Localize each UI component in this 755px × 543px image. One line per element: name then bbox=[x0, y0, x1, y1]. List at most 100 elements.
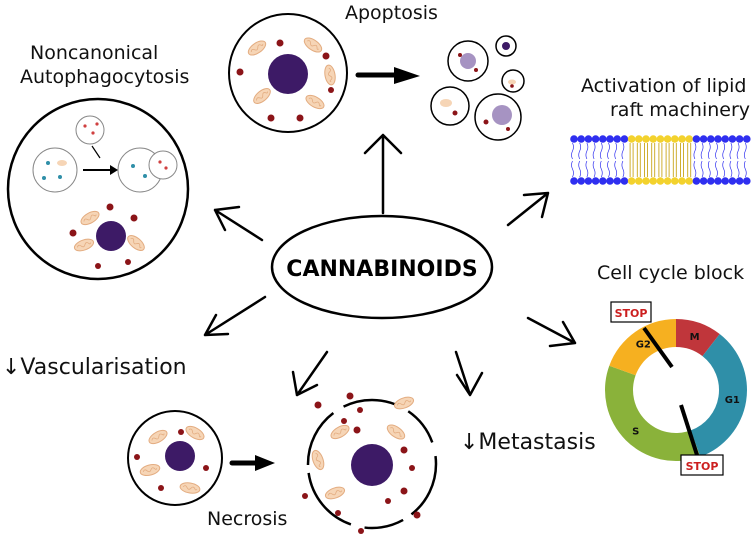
phase-segment-g2 bbox=[609, 319, 676, 376]
necrosis-cell bbox=[127, 410, 223, 506]
lipid-tail bbox=[722, 142, 726, 160]
stop-label-top: STOP bbox=[615, 307, 648, 320]
raft-lipid-head bbox=[627, 135, 636, 143]
nucleus bbox=[96, 221, 126, 251]
phase-label-s: S bbox=[632, 426, 639, 437]
lipid-tail bbox=[607, 160, 610, 178]
lipid-tail bbox=[585, 142, 589, 160]
lipid-head bbox=[606, 135, 614, 143]
lipid-head bbox=[577, 177, 585, 185]
apoptosis-arrow-head bbox=[394, 67, 420, 84]
arrow-down-right bbox=[454, 350, 484, 397]
nucleus bbox=[268, 54, 308, 94]
arrow-upper-right bbox=[506, 191, 550, 227]
raft-lipid-head bbox=[635, 177, 643, 185]
lipid-head bbox=[591, 177, 600, 185]
lipid-head bbox=[692, 177, 701, 185]
lipid-head bbox=[599, 177, 607, 185]
necrosis-label: Necrosis bbox=[207, 508, 288, 530]
stop-marker-top: STOP bbox=[610, 301, 674, 369]
lipid-head bbox=[735, 135, 744, 143]
lipid-tail bbox=[722, 160, 726, 178]
lipid-head bbox=[728, 177, 737, 185]
lipid-tail bbox=[578, 160, 582, 178]
lipid-head bbox=[721, 177, 729, 185]
lipid-tail bbox=[607, 142, 610, 160]
lipid-tail bbox=[700, 142, 704, 160]
autophagy-label-line2: Autophagocytosis bbox=[20, 66, 190, 88]
arrow-up bbox=[363, 133, 403, 215]
lipid-head bbox=[735, 177, 744, 185]
lipid-head bbox=[699, 135, 708, 143]
nucleus bbox=[351, 444, 393, 486]
arrows bbox=[203, 72, 577, 466]
raft-lipid-head bbox=[635, 135, 643, 143]
lipid-tail bbox=[614, 142, 618, 160]
lipid-head bbox=[613, 177, 621, 185]
lipid-head bbox=[714, 135, 722, 143]
necrosis-arrow-head bbox=[255, 455, 275, 471]
raft-lipid-head bbox=[642, 177, 650, 185]
lipid-tail bbox=[743, 160, 747, 178]
lipid-head bbox=[570, 135, 578, 143]
lipid-head bbox=[577, 135, 585, 143]
lipid-tail bbox=[599, 160, 603, 178]
nucleus bbox=[165, 441, 195, 471]
autophagy-cell bbox=[6, 97, 190, 281]
lipid-head bbox=[699, 177, 708, 185]
lipid-tail bbox=[621, 142, 625, 160]
lipid-raft-label-line1: Activation of lipid bbox=[581, 75, 747, 97]
necrotic-cell bbox=[302, 392, 438, 534]
lipid-head bbox=[584, 135, 593, 143]
lipid-tail bbox=[729, 142, 733, 160]
lipid-tail bbox=[736, 142, 740, 160]
lipid-head bbox=[707, 135, 715, 143]
cell-cycle-label: Cell cycle block bbox=[597, 262, 745, 284]
lipid-head bbox=[692, 135, 701, 143]
raft-lipid-head bbox=[627, 177, 636, 185]
lipid-tail bbox=[592, 160, 596, 178]
lipid-tail bbox=[729, 160, 733, 178]
raft-lipid-head bbox=[663, 177, 672, 185]
phase-label-m: M bbox=[690, 332, 700, 343]
phase-segment-s bbox=[604, 365, 701, 461]
lipid-head bbox=[584, 177, 593, 185]
lipid-head bbox=[620, 177, 629, 185]
phase-label-g2: G2 bbox=[636, 339, 651, 350]
lipid-tail bbox=[578, 142, 582, 160]
lipid-tail bbox=[599, 142, 603, 160]
center-label: CANNABINOIDS bbox=[286, 257, 477, 282]
raft-lipid-head bbox=[678, 177, 686, 185]
lipid-head bbox=[570, 177, 578, 185]
lipid-head bbox=[743, 177, 751, 185]
raft-lipid-head bbox=[649, 177, 657, 185]
apoptosis-label: Apoptosis bbox=[345, 2, 438, 24]
phase-segment-m bbox=[676, 319, 720, 357]
lipid-tail bbox=[614, 160, 618, 178]
lipid-tail bbox=[621, 160, 625, 178]
arrow-upper-left bbox=[213, 205, 264, 242]
arrow-right bbox=[526, 316, 577, 348]
center-ellipse bbox=[270, 214, 494, 320]
lipid-tail bbox=[571, 160, 574, 178]
lipid-head bbox=[707, 177, 715, 185]
lipid-tail bbox=[743, 142, 747, 160]
lipid-head bbox=[714, 177, 722, 185]
raft-lipid-head bbox=[671, 135, 679, 143]
lipid-tail bbox=[715, 160, 718, 178]
lipid-head bbox=[728, 135, 737, 143]
lipid-tail bbox=[693, 142, 697, 160]
lipid-head bbox=[613, 135, 621, 143]
lipid-tail bbox=[585, 160, 589, 178]
lipid-head bbox=[591, 135, 600, 143]
raft-lipid-head bbox=[649, 135, 657, 143]
arrow-down-left bbox=[291, 350, 329, 397]
autophagy-label-line1: Noncanonical bbox=[30, 42, 159, 64]
raft-lipid-head bbox=[685, 135, 693, 143]
raft-lipid-head bbox=[678, 135, 686, 143]
lipid-tail bbox=[592, 142, 596, 160]
phase-segment-g1 bbox=[690, 334, 747, 457]
raft-lipid-head bbox=[685, 177, 693, 185]
